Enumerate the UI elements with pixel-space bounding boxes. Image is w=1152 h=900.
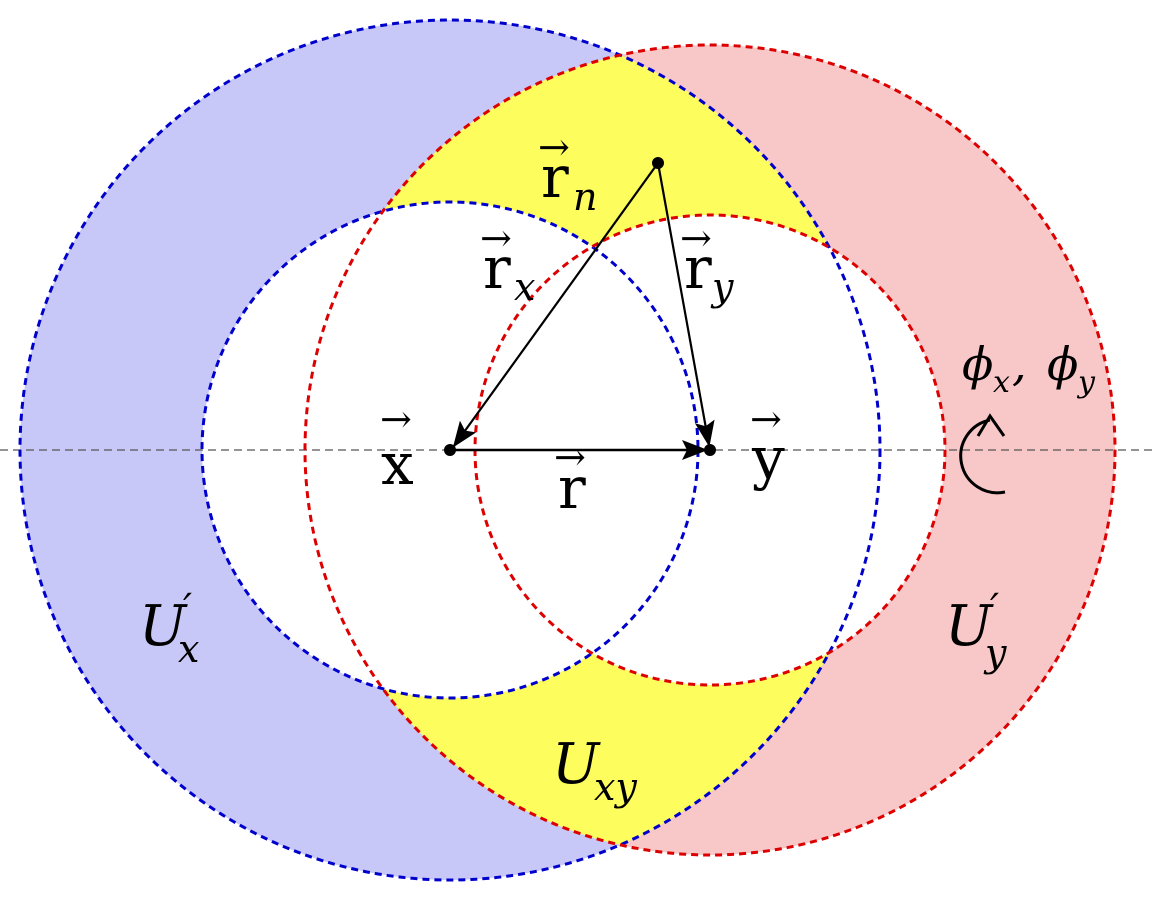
svg-text:U: U (945, 594, 994, 659)
point-y (704, 444, 716, 456)
label-rx: r x → (480, 216, 535, 309)
label-rn: r n → (538, 125, 597, 219)
svg-text:→: → (750, 397, 782, 441)
svg-text:→: → (480, 216, 512, 260)
red-outer-circle (303, 43, 1117, 857)
vector-ry (656, 162, 715, 447)
svg-text:r: r (684, 234, 712, 302)
svg-text:ϕ: ϕ (962, 337, 993, 391)
svg-text:,: , (1012, 337, 1027, 391)
vectors (450, 162, 715, 460)
svg-text:→: → (680, 216, 712, 260)
svg-text:r: r (541, 143, 569, 211)
svg-text:r: r (558, 454, 586, 522)
point-x (444, 444, 456, 456)
label-r: r → (554, 435, 586, 522)
svg-text:′: ′ (183, 586, 192, 632)
svg-text:x: x (993, 365, 1010, 400)
svg-text:y: y (983, 631, 1007, 675)
point-n (652, 157, 664, 169)
svg-text:′: ′ (990, 586, 999, 632)
svg-text:U: U (139, 594, 188, 659)
svg-text:→: → (554, 435, 586, 479)
blue-outer-circle (18, 18, 882, 882)
svg-text:U: U (552, 732, 601, 797)
svg-text:→: → (380, 397, 412, 441)
svg-text:y: y (1076, 365, 1096, 400)
svg-text:x: x (514, 265, 535, 309)
svg-text:ϕ: ϕ (1047, 337, 1078, 391)
svg-text:r: r (483, 234, 511, 302)
svg-text:x: x (381, 430, 414, 498)
labels: x → y → r → r x → r y → r n → (139, 125, 1096, 809)
rotation-arrow-icon (959, 413, 1006, 495)
label-y: y → (750, 397, 785, 492)
label-ry: r y → (680, 216, 734, 309)
svg-text:n: n (573, 175, 597, 219)
points (444, 157, 716, 456)
svg-text:xy: xy (594, 765, 637, 809)
label-uy: U ′ y (945, 586, 1007, 675)
svg-text:y: y (710, 265, 734, 309)
svg-text:y: y (751, 424, 785, 492)
label-phi: ϕ x , ϕ y (962, 337, 1096, 400)
label-ux: U ′ x (139, 586, 199, 671)
label-uxy: U xy (552, 732, 637, 809)
svg-text:x: x (178, 627, 199, 671)
svg-text:→: → (538, 125, 570, 169)
vector-rx (452, 162, 659, 448)
label-x: x → (380, 397, 414, 498)
